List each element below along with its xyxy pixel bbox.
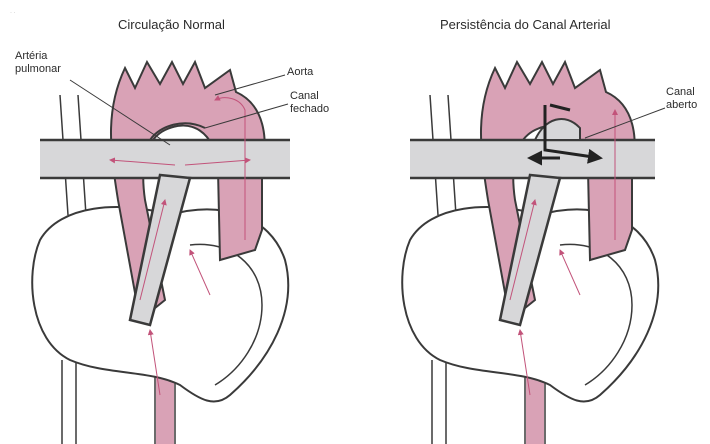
left-heart-diagram — [32, 62, 290, 444]
aorta-label: Aorta — [287, 66, 313, 79]
duct-closed-label: Canal fechado — [290, 90, 329, 116]
pulmonary-artery-label: Artéria pulmonar — [15, 50, 61, 76]
scan-mark: · · — [10, 10, 16, 16]
duct-closed-label-line1: Canal — [290, 90, 329, 103]
aorta-label-text: Aorta — [287, 66, 313, 79]
duct-open-label-line1: Canal — [666, 86, 697, 99]
right-heart-diagram — [402, 62, 665, 444]
left-panel-title: Circulação Normal — [118, 17, 225, 32]
right-panel-title: Persistência do Canal Arterial — [440, 17, 611, 32]
duct-closed-label-line2: fechado — [290, 103, 329, 116]
pulmonary-artery-label-line1: Artéria — [15, 50, 61, 63]
duct-open-label-line2: aberto — [666, 99, 697, 112]
duct-open-label: Canal aberto — [666, 86, 697, 112]
pulmonary-artery-label-line2: pulmonar — [15, 63, 61, 76]
